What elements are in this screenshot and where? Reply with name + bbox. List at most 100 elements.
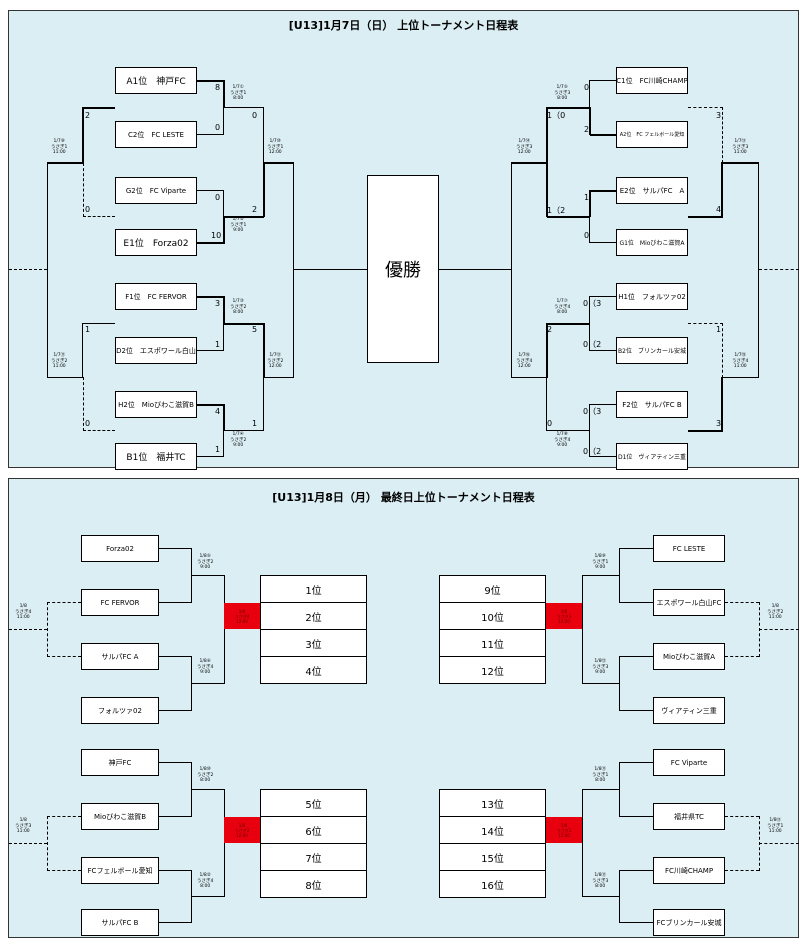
team-box: 神戸FC <box>81 749 159 776</box>
bracket-line <box>263 162 265 217</box>
rank-box: 2位 <box>260 602 367 630</box>
team-box: サルパFC B <box>81 909 159 936</box>
bracket-line <box>82 107 84 163</box>
bracket-line <box>197 350 224 351</box>
team-box: FC FERVOR <box>81 589 159 616</box>
bracket-line <box>590 80 616 81</box>
match-info: 1/8 うさぎ4 11:00 <box>15 604 32 620</box>
score: 0 <box>85 419 91 428</box>
bracket-line <box>191 789 224 790</box>
score: 0 <box>215 193 221 202</box>
bracket-line <box>224 430 264 431</box>
bracket-line <box>758 162 759 378</box>
bracket-line <box>688 216 723 218</box>
team-box-e2: E2位 サルパFC A <box>616 177 688 204</box>
bracket-line <box>547 107 590 109</box>
match-info: 1/7⑯ うさぎ4 12:00 <box>516 353 533 369</box>
score: 2 <box>547 325 553 334</box>
bracket-line <box>197 80 224 82</box>
bracket-line <box>546 323 548 378</box>
score: 1 <box>215 445 221 454</box>
bracket-line-dashed <box>688 107 723 108</box>
team-box-f2: F2位 サルパFC B <box>616 391 688 418</box>
match-info: 1/8⑪ うさぎ1 8:00 <box>592 767 609 783</box>
rank-box: 1位 <box>260 575 367 603</box>
bracket-line <box>223 107 224 135</box>
bracket-line <box>159 816 191 817</box>
rank-box: 7位 <box>260 843 367 871</box>
bracket-line <box>619 816 653 817</box>
day1-panel: [U13]1月7日（日） 上位トーナメント日程表 A1位 神戸FC C2位 FC… <box>8 10 799 470</box>
score: 1 <box>215 340 221 349</box>
score: 2 <box>252 205 258 214</box>
bracket-line <box>511 377 547 378</box>
bracket-line <box>722 162 759 164</box>
bracket-line <box>197 296 224 298</box>
match-info: 1/8⑤ うさぎ2 9:00 <box>197 554 214 570</box>
final-match-red-box: 1/8 うさぎ4 12:00 <box>224 603 260 629</box>
bracket-line <box>264 162 294 164</box>
bracket-line-dashed <box>725 656 759 657</box>
bracket-line-dashed <box>759 269 799 270</box>
bracket-line <box>293 162 294 378</box>
score: 0（3 <box>583 407 602 416</box>
day1-title: [U13]1月7日（日） 上位トーナメント日程表 <box>288 19 519 32</box>
bracket-line <box>619 762 620 817</box>
bracket-line <box>619 602 653 603</box>
bracket-line <box>582 789 619 790</box>
bracket-line-dashed <box>9 269 47 270</box>
bracket-line <box>511 162 547 164</box>
rank-box: 8位 <box>260 870 367 898</box>
day2-panel: [U13]1月8日（月） 最終日上位トーナメント日程表 Forza02 FC F… <box>8 478 799 938</box>
bracket-line-dashed <box>725 602 759 603</box>
bracket-line <box>197 190 224 191</box>
rank-box: 9位 <box>439 575 546 603</box>
score: 4 <box>716 205 722 214</box>
bracket-line-dashed <box>47 870 81 871</box>
match-info: 1/7⑧ うさぎ4 9:00 <box>554 432 571 448</box>
bracket-line-dashed <box>722 323 723 378</box>
team-box-a2: A2位 FC フェルボール愛知 <box>616 121 688 148</box>
score: 0 <box>85 205 91 214</box>
bracket-line <box>159 922 191 923</box>
score: 0（2 <box>583 340 602 349</box>
score: 0 <box>584 83 590 92</box>
bracket-line <box>590 350 616 351</box>
bracket-line <box>197 242 224 244</box>
bracket-line <box>582 896 619 897</box>
rank-box: 13位 <box>439 789 546 817</box>
bracket-line-dashed <box>47 816 48 871</box>
bracket-line-dashed <box>47 602 81 603</box>
team-box: ヴィアティン三重 <box>653 697 725 724</box>
bracket-line <box>47 377 83 378</box>
bracket-line <box>590 134 616 136</box>
bracket-line <box>159 710 191 711</box>
score: 0 <box>547 419 553 428</box>
team-box-h2: H2位 Mioびわこ滋賀B <box>115 391 197 418</box>
bracket-line <box>721 162 723 217</box>
bracket-line <box>589 107 591 135</box>
team-box: フォルツァ02 <box>81 697 159 724</box>
score: 1 <box>252 419 258 428</box>
bracket-line-dashed <box>47 602 48 657</box>
match-info: 1/7④ うさぎ2 9:00 <box>230 432 247 448</box>
bracket-line <box>688 430 723 432</box>
bracket-line <box>224 575 225 684</box>
bracket-line <box>197 456 224 457</box>
bracket-line <box>439 269 511 270</box>
team-box: Mioびわこ滋賀A <box>653 643 725 670</box>
bracket-line-dashed <box>9 629 47 630</box>
score: 1（2 <box>547 206 566 215</box>
score: 3 <box>716 419 722 428</box>
bracket-line <box>159 762 191 763</box>
bracket-line <box>159 656 191 657</box>
bracket-line <box>223 190 224 216</box>
bracket-line <box>223 430 224 457</box>
bracket-line <box>224 789 225 897</box>
score: 0 <box>215 123 221 132</box>
bracket-line-dashed <box>725 870 759 871</box>
team-box-g2: G2位 FC Viparte <box>115 177 197 204</box>
bracket-line <box>546 107 548 163</box>
team-box-g1: G1位 Mioびわこ滋賀A <box>616 229 688 256</box>
bracket-line <box>263 107 264 162</box>
